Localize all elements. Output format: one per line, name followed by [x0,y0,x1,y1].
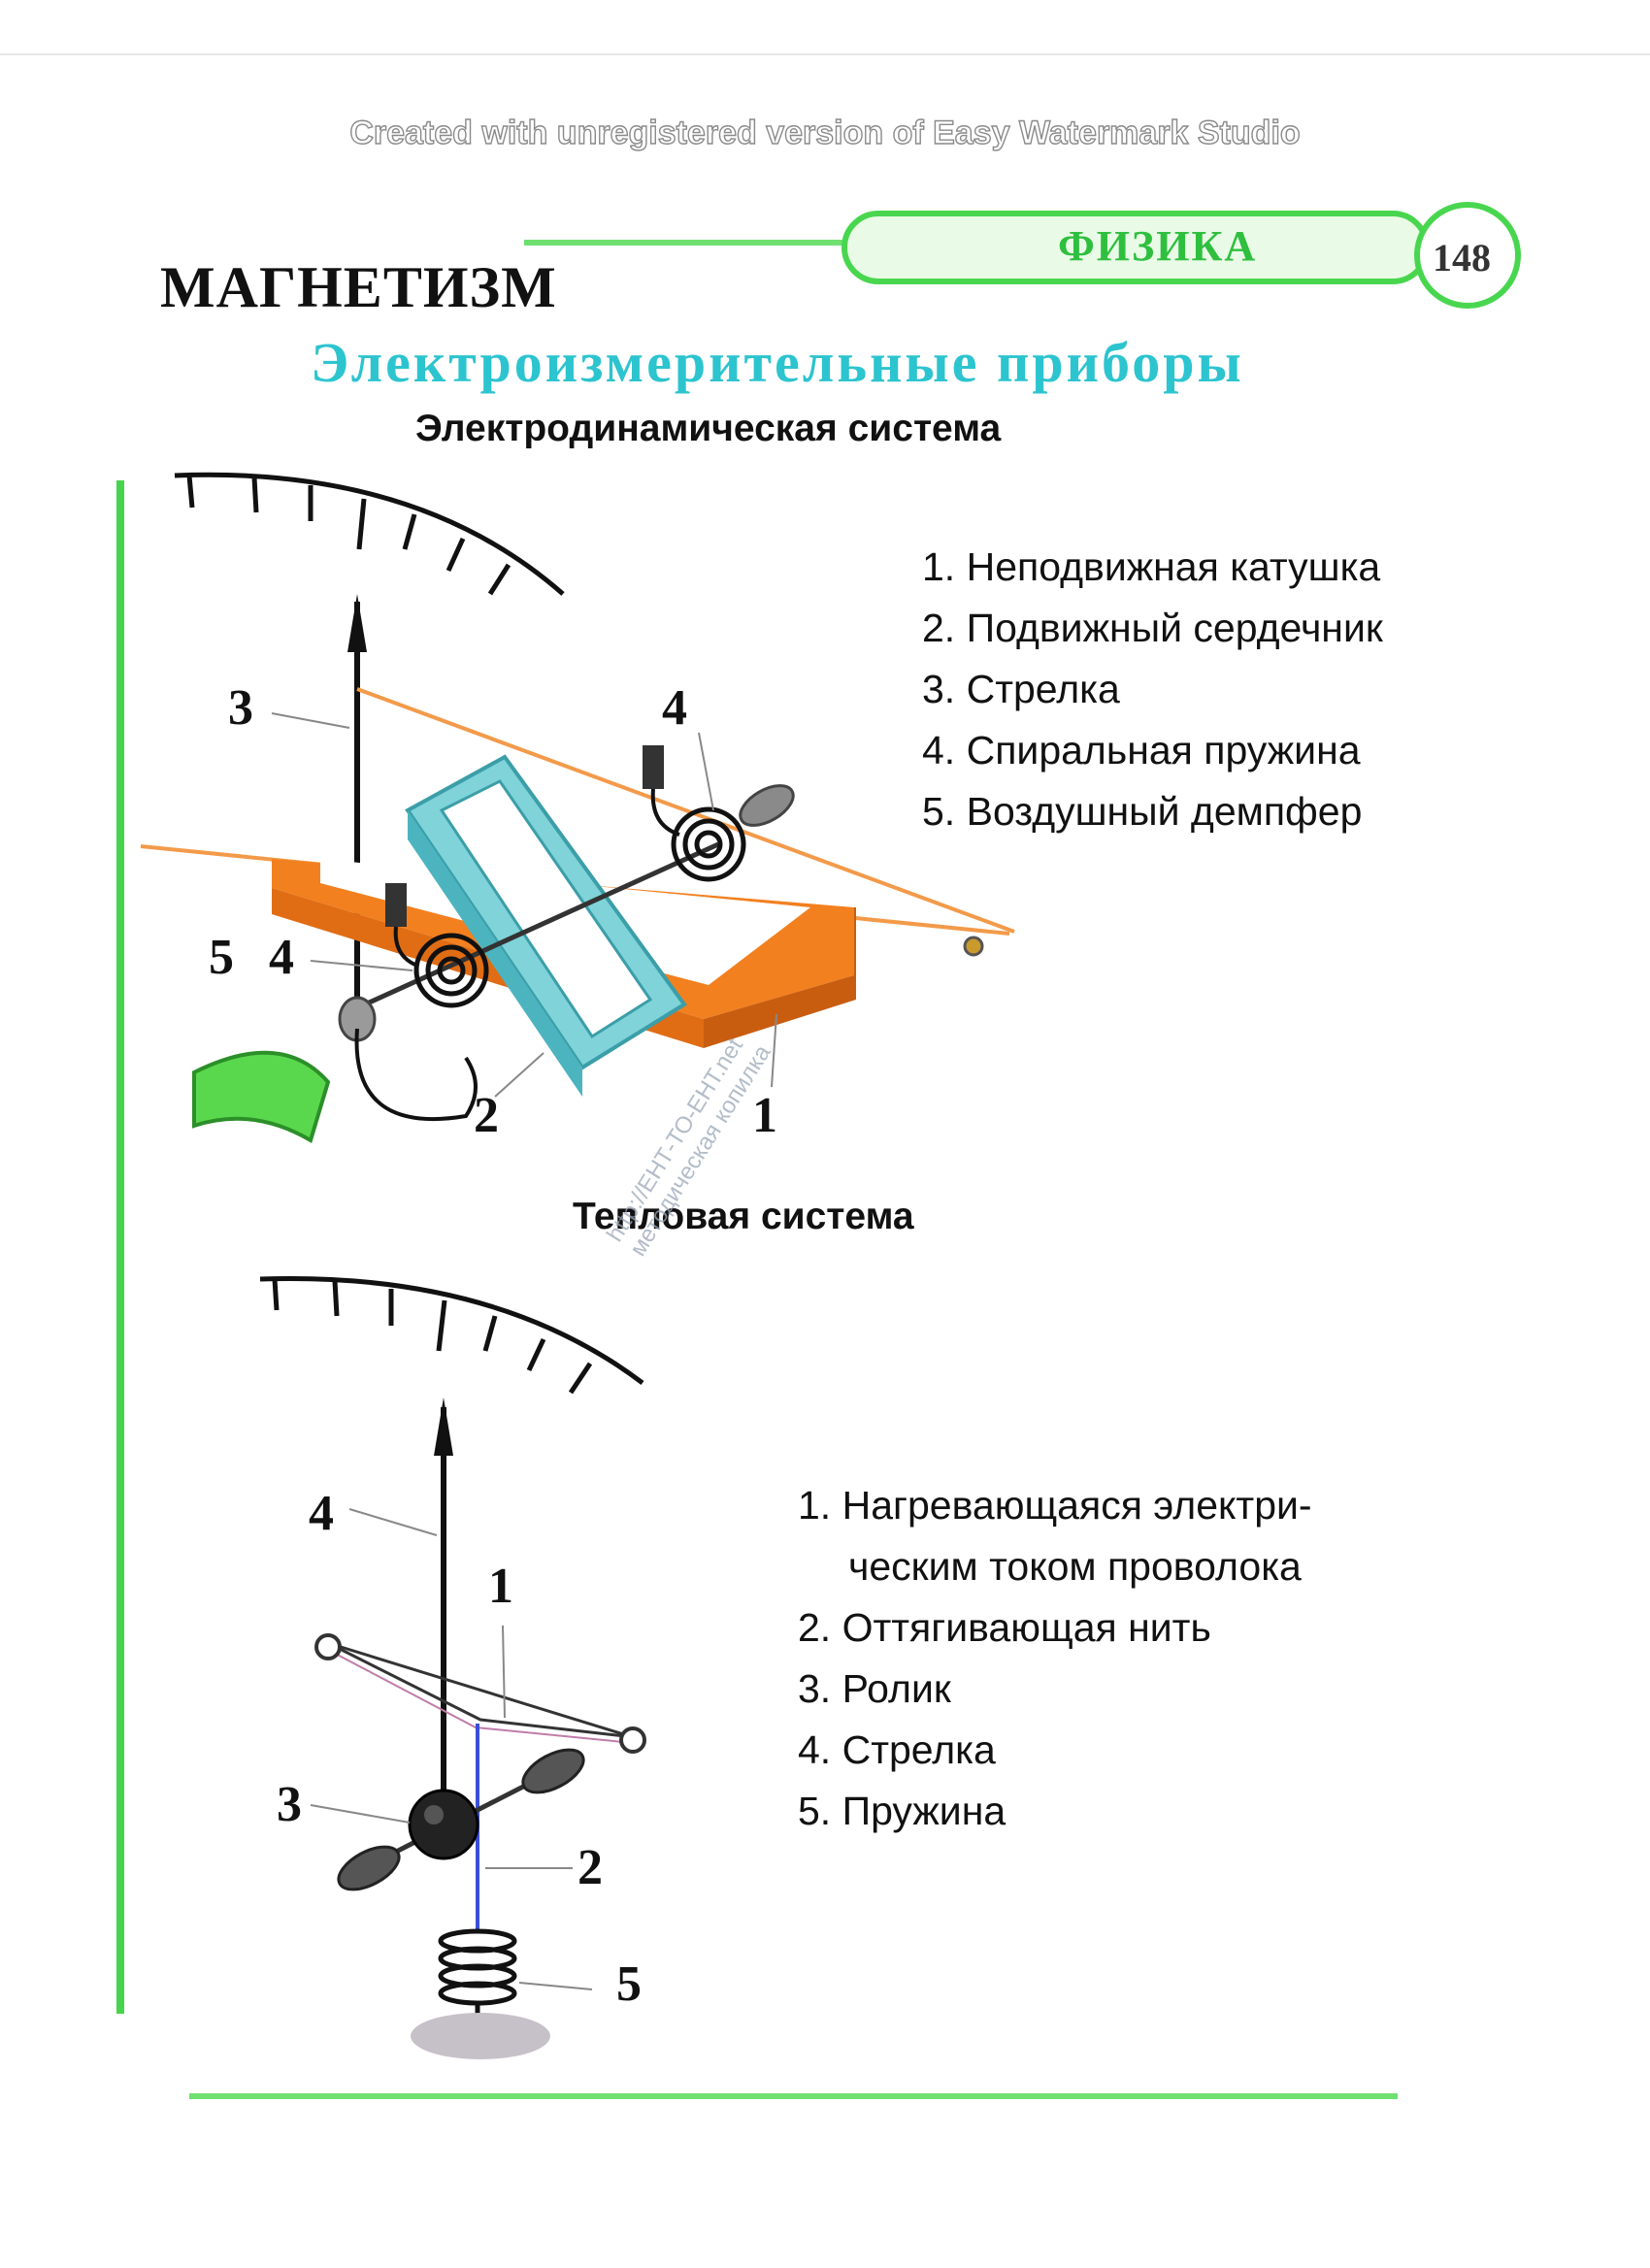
legend-number: 3. [922,667,956,711]
legend-item: 1. Нагревающаяся электри- [798,1475,1312,1536]
legend-label: Воздушный демпфер [966,789,1363,834]
spring-base [411,2013,550,2059]
legend-item: 2. Оттягивающая нить [798,1597,1312,1659]
legend-number: 4. [798,1727,832,1772]
thermal-title: Тепловая система [573,1196,914,1237]
spring [438,1928,517,2006]
th-label-3: 3 [277,1777,302,1832]
ed-label-4-left: 4 [269,930,294,985]
axle-knob [739,784,795,827]
pulley [408,1789,479,1860]
legend-item: 4. Стрелка [798,1720,1312,1781]
page-subtitle: Электроизмерительные приборы [311,331,1244,394]
legend-item: 4. Спиральная пружина [922,720,1383,781]
legend-number: 5. [798,1789,832,1833]
ed-label-1: 1 [752,1088,777,1143]
ed-label-3: 3 [228,680,253,736]
watermark-text: Created with unregistered version of Eas… [349,114,1302,151]
counterweight-right [521,1748,585,1794]
legend-number: 2. [798,1605,832,1650]
legend-item: 2. Подвижный сердечник [922,598,1383,659]
section-title: МАГНЕТИЗМ [160,255,557,319]
pointer-arrow [434,1397,453,1456]
legend-label: Оттягивающая нить [842,1605,1211,1650]
air-damper [192,1050,331,1144]
ed-label-4-top: 4 [662,680,687,736]
legend-label: Нагревающаяся электри- [842,1483,1312,1528]
ed-label-2: 2 [474,1088,499,1143]
legend-number: 3. [798,1666,832,1711]
legend-label: Стрелка [842,1727,996,1772]
scale-ticks [272,1278,593,1395]
scale-ticks [186,475,512,596]
th-label-4: 4 [309,1486,334,1541]
ed-label-5: 5 [209,930,234,985]
header-subject: ФИЗИКА [1058,222,1258,270]
legend-item: 5. Пружина [798,1781,1312,1842]
legend-item: ческим током проволока [798,1536,1312,1597]
legend-label: Пружина [842,1789,1006,1833]
legend-label: Неподвижная катушка [966,544,1381,589]
counterweight-left [337,1845,401,1891]
legend-label: Подвижный сердечник [966,606,1383,650]
heated-wire [327,1641,634,1739]
axis-line-top [356,687,1015,934]
spring-post-right [643,745,664,789]
legend-label: Ролик [842,1666,951,1711]
legend-number: 4. [922,728,956,772]
scale-arc [259,1276,644,1385]
legend-number: 5. [922,789,956,834]
legend-label: ческим током проволока [848,1544,1302,1589]
axle [352,841,720,1012]
wire-anchor-right [619,1726,646,1754]
scale-arc [174,472,565,596]
electrodynamic-title: Электродинамическая система [415,408,1002,449]
legend-item: 5. Воздушный демпфер [922,781,1383,842]
th-label-2: 2 [578,1840,603,1895]
spiral-spring-right [671,806,746,882]
page-number-circle [1414,202,1521,309]
legend-number: 1. [798,1483,832,1528]
electrodynamic-legend: 1. Неподвижная катушка 2. Подвижный серд… [922,537,1383,842]
spiral-spring-left [413,933,489,1008]
terminal [963,936,984,957]
spring-post-left [385,883,407,927]
legend-item: 3. Стрелка [922,659,1383,720]
legend-item: 3. Ролик [798,1659,1312,1720]
th-label-1: 1 [488,1559,513,1614]
page-number: 148 [1433,236,1491,279]
legend-number: 2. [922,606,956,650]
legend-item: 1. Неподвижная катушка [922,537,1383,598]
legend-label: Спиральная пружина [966,728,1361,772]
legend-label: Стрелка [966,667,1120,711]
pointer-arrow [347,594,367,652]
legend-number: 1. [922,544,956,589]
th-label-5: 5 [616,1956,642,2012]
thermal-legend: 1. Нагревающаяся электри- ческим током п… [798,1475,1312,1842]
wire-anchor-left [314,1633,342,1660]
